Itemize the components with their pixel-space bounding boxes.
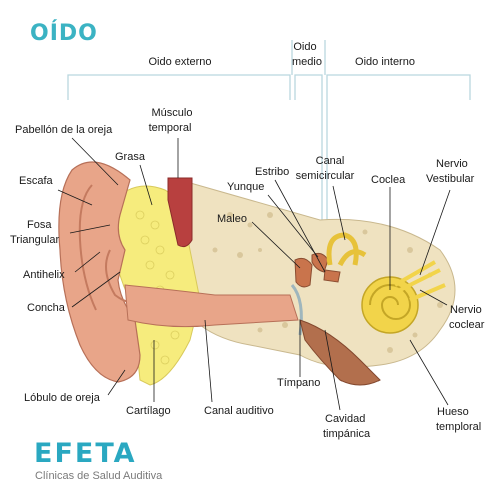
label-grasa: Grasa <box>115 151 146 163</box>
label-maleo: Maleo <box>217 213 247 225</box>
label-yunque: Yunque <box>227 181 264 193</box>
label-canal-auditivo: Canal auditivo <box>204 405 274 417</box>
label-estribo: Estribo <box>255 166 289 178</box>
pinna-helix <box>78 184 97 311</box>
efeta-logo: EFETA Clínicas de Salud Auditiva <box>34 438 163 482</box>
external-ear-bracket <box>67 74 291 100</box>
section-brackets <box>67 40 471 220</box>
nerves <box>394 260 446 302</box>
label-fosa-1: Fosa <box>27 219 52 231</box>
label-concha: Concha <box>27 302 66 314</box>
temporal-muscle <box>167 177 193 248</box>
label-timpano: Tímpano <box>277 377 320 389</box>
label-pabellon: Pabellón de la oreja <box>15 124 113 136</box>
label-nervio-vest-2: Vestibular <box>426 173 475 185</box>
label-nervio-vest-1: Nervio <box>436 158 468 170</box>
label-canal-semi-1: Canal <box>316 155 345 167</box>
tympanic-cavity <box>299 319 381 386</box>
label-escafa: Escafa <box>19 175 54 187</box>
label-fosa-2: Triangular <box>10 234 59 246</box>
label-cavidad-1: Cavidad <box>325 413 365 425</box>
middle-ear-bracket <box>294 74 323 220</box>
label-musculo-1: Músculo <box>152 107 193 119</box>
label-lobulo: Lóbulo de oreja <box>24 392 101 404</box>
section-external-label: Oido externo <box>149 56 212 68</box>
label-coclea: Coclea <box>371 174 406 186</box>
leader-lines <box>57 137 451 411</box>
logo-tagline: Clínicas de Salud Auditiva <box>35 470 163 482</box>
malleus <box>294 257 313 288</box>
label-antihelix: Antihelix <box>23 269 65 281</box>
label-nervio-coc-1: Nervio <box>450 304 482 316</box>
label-cavidad-2: timpánica <box>323 428 371 440</box>
tympanic-membrane <box>290 284 303 336</box>
logo-name: EFETA <box>34 438 137 469</box>
label-hueso-2: temploral <box>436 421 481 433</box>
ear-canal-shape <box>124 284 299 328</box>
pinna <box>58 161 141 383</box>
stapes <box>323 269 341 283</box>
section-internal-label: Oido interno <box>355 56 415 68</box>
label-musculo-2: temporal <box>149 122 192 134</box>
semicircular-canals <box>326 232 367 267</box>
page-title: OÍDO <box>30 20 98 46</box>
cochlea <box>361 276 419 334</box>
label-cartilago: Cartílago <box>126 405 171 417</box>
label-hueso-1: Hueso <box>437 406 469 418</box>
section-middle-label-2: medio <box>292 56 322 68</box>
label-canal-semi-2: semicircular <box>296 170 355 182</box>
label-nervio-coc-2: coclear <box>449 319 485 331</box>
internal-ear-bracket <box>326 74 471 220</box>
section-middle-label-1: Oido <box>293 41 316 53</box>
